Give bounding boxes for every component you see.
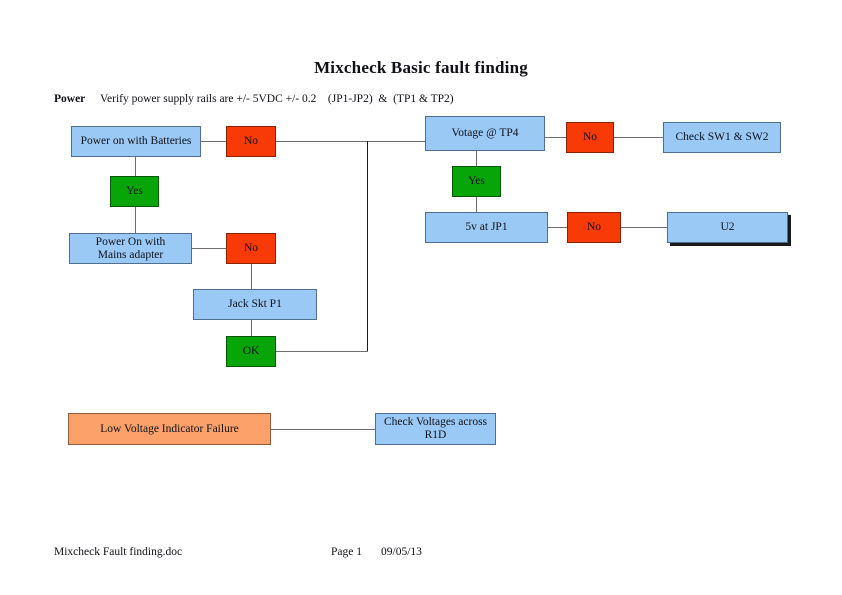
connector-yes-to-mains <box>135 206 136 234</box>
node-no-mains[interactable]: No <box>226 233 276 264</box>
node-no-jp1-label: No <box>586 221 602 233</box>
node-no-mains-label: No <box>243 242 259 254</box>
node-power-on-mains[interactable]: Power On with Mains adapter <box>69 233 192 264</box>
node-u2[interactable]: U2 <box>667 212 788 243</box>
node-check-sw1-sw2[interactable]: Check SW1 & SW2 <box>663 122 781 153</box>
power-section-label: Power <box>54 93 86 105</box>
power-section-note: Verify power supply rails are +/- 5VDC +… <box>100 93 454 105</box>
connector-no-to-u2 <box>621 227 667 228</box>
node-check-voltages-r1d[interactable]: Check Voltages across R1D <box>375 413 496 445</box>
node-low-voltage-indicator-failure-label: Low Voltage Indicator Failure <box>100 422 239 435</box>
node-yes-batteries[interactable]: Yes <box>110 176 159 207</box>
node-power-on-batteries-label: Power on with Batteries <box>80 135 192 147</box>
node-votage-tp4-label: Votage @ TP4 <box>451 127 519 139</box>
connector-jack-to-ok <box>251 319 252 336</box>
node-no-tp4-label: No <box>582 131 598 143</box>
node-power-on-mains-label: Power On with Mains adapter <box>95 235 166 261</box>
connector-no-to-check-sw <box>614 137 663 138</box>
footer-date: 09/05/13 <box>381 546 422 558</box>
node-ok-jack-label: OK <box>242 345 260 357</box>
node-low-voltage-indicator-failure[interactable]: Low Voltage Indicator Failure <box>68 413 271 445</box>
connector-batteries-to-no <box>201 141 226 142</box>
connector-vertical-return <box>367 141 368 351</box>
node-yes-tp4-label: Yes <box>468 175 485 187</box>
node-no-jp1[interactable]: No <box>567 212 621 243</box>
connector-5v-to-no <box>548 227 567 228</box>
connector-no-to-jack <box>251 263 252 289</box>
connector-batteries-to-yes <box>135 156 136 176</box>
connector-mains-to-no <box>192 248 226 249</box>
node-votage-tp4[interactable]: Votage @ TP4 <box>425 116 545 151</box>
connector-no-to-votage <box>276 141 425 142</box>
node-5v-at-jp1-label: 5v at JP1 <box>465 221 508 233</box>
node-check-sw1-sw2-label: Check SW1 & SW2 <box>675 131 769 143</box>
connector-yes-to-5v <box>476 196 477 213</box>
node-check-voltages-r1d-label: Check Voltages across R1D <box>383 416 488 441</box>
connector-votage-to-no <box>545 137 566 138</box>
node-u2-label: U2 <box>720 221 735 233</box>
node-ok-jack[interactable]: OK <box>226 336 276 367</box>
node-jack-skt-p1-label: Jack Skt P1 <box>228 298 282 310</box>
node-jack-skt-p1[interactable]: Jack Skt P1 <box>193 289 317 320</box>
node-yes-batteries-label: Yes <box>126 185 143 197</box>
connector-lowvolt-to-checkvolt <box>271 429 376 430</box>
node-yes-tp4[interactable]: Yes <box>452 166 501 197</box>
node-no-batteries[interactable]: No <box>226 126 276 157</box>
footer-page-number: Page 1 <box>331 546 362 558</box>
node-5v-at-jp1[interactable]: 5v at JP1 <box>425 212 548 243</box>
connector-ok-to-return <box>276 351 368 352</box>
node-no-tp4[interactable]: No <box>566 122 614 153</box>
connector-votage-to-yes <box>476 150 477 166</box>
node-no-batteries-label: No <box>243 135 259 147</box>
page-title: Mixcheck Basic fault finding <box>314 58 528 77</box>
footer-document-name: Mixcheck Fault finding.doc <box>54 546 183 558</box>
node-power-on-batteries[interactable]: Power on with Batteries <box>71 126 201 157</box>
